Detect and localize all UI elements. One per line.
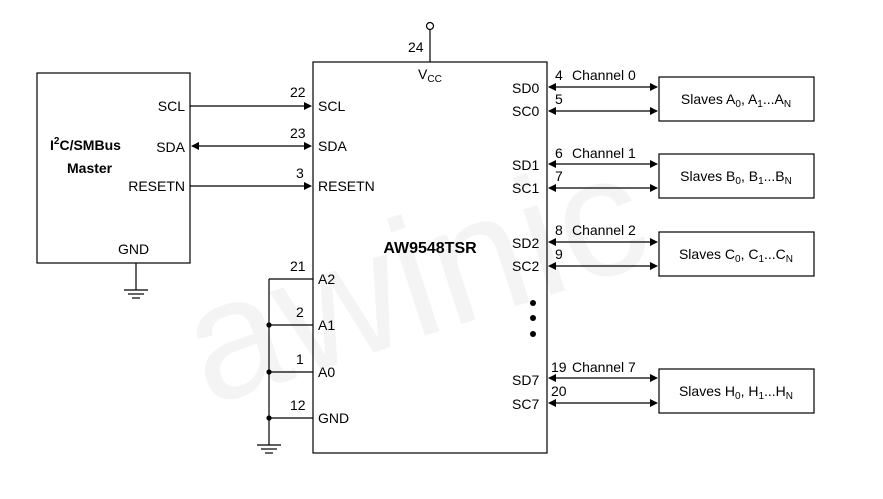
channel-name: Channel 1: [572, 145, 636, 161]
pin-label-sc2: SC2: [512, 258, 539, 274]
pin-number-scl: 22: [290, 84, 306, 100]
channel-7: SD7 SC7 19 20 Channel 7 Slaves H0, H1...…: [512, 359, 815, 414]
slave-box: [658, 231, 815, 277]
channel-2: SD2 SC2 8 9 Channel 2 Slaves C0, C1...CN: [512, 222, 815, 277]
junction-dot: [266, 415, 272, 421]
pin-number-sd0: 4: [555, 67, 563, 83]
pin-label-sd1: SD1: [512, 157, 539, 173]
master-block: I2C/SMBus Master SCL SDA RESETN GND: [36, 72, 191, 299]
master-pin-resetn: RESETN: [128, 178, 185, 194]
vcc-label: VCC: [418, 66, 442, 85]
pin-number-sc7: 20: [551, 383, 567, 399]
vcc-pin-number: 24: [408, 39, 424, 55]
ellipsis-dot: [530, 331, 536, 337]
master-pin-scl: SCL: [158, 98, 185, 114]
pin-label-sc1: SC1: [512, 180, 539, 196]
master-box: [36, 72, 191, 264]
pin-number-a1: 2: [296, 304, 304, 320]
slave-box: [658, 153, 815, 199]
chip-name: AW9548TSR: [383, 240, 477, 257]
channel-1: SD1 SC1 6 7 Channel 1 Slaves B0, B1...BN: [512, 145, 815, 199]
pin-label-a1: A1: [318, 317, 335, 333]
bus-lines: [190, 102, 312, 190]
pin-number-sd2: 8: [555, 222, 563, 238]
pin-number-a2: 21: [290, 258, 306, 274]
slave-label: Slaves C0, C1...CN: [679, 246, 793, 265]
vcc-terminal-icon: [425, 21, 435, 31]
pin-label-resetn: RESETN: [318, 178, 375, 194]
pin-label-sc0: SC0: [512, 103, 539, 119]
slave-label: Slaves A0, A1...AN: [681, 91, 791, 110]
slave-label: Slaves H0, H1...HN: [679, 383, 793, 402]
slave-box: [658, 76, 815, 122]
chip-block: AW9548TSR 24 VCC SCL SDA RESETN A2 A1 A0…: [257, 21, 548, 454]
ellipsis-dot: [530, 300, 536, 306]
master-pin-sda: SDA: [156, 139, 185, 155]
junction-dot: [266, 322, 272, 328]
pin-label-scl: SCL: [318, 98, 345, 114]
pin-label-sd0: SD0: [512, 80, 539, 96]
pin-label-a2: A2: [318, 271, 335, 287]
pin-number-sda: 23: [290, 125, 306, 141]
pin-number-a0: 1: [296, 351, 304, 367]
pin-label-sc7: SC7: [512, 396, 539, 412]
pin-number-sc0: 5: [555, 91, 563, 107]
slave-box: [658, 368, 815, 414]
master-title: I2C/SMBus: [50, 136, 121, 153]
pin-number-sc2: 9: [555, 246, 563, 262]
ground-icon: [257, 444, 281, 454]
pin-label-a0: A0: [318, 364, 335, 380]
master-pin-gnd: GND: [118, 241, 149, 257]
address-strapping: [266, 278, 313, 445]
ellipsis-dot: [530, 315, 536, 321]
master-title-line2: Master: [67, 160, 113, 176]
pin-label-gnd: GND: [318, 410, 349, 426]
pin-label-sd2: SD2: [512, 235, 539, 251]
channel-name: Channel 0: [572, 67, 636, 83]
pin-number-sd7: 19: [551, 359, 567, 375]
slave-label: Slaves B0, B1...BN: [680, 168, 792, 187]
pin-number-sc1: 7: [555, 168, 563, 184]
pin-number-gnd: 12: [290, 397, 306, 413]
pin-label-sd7: SD7: [512, 372, 539, 388]
junction-dot: [266, 369, 272, 375]
channel-0: SD0 SC0 4 5 Channel 0 Slaves A0, A1...AN: [512, 67, 815, 122]
channel-name: Channel 7: [572, 359, 636, 375]
channel-name: Channel 2: [572, 222, 636, 238]
pin-number-sd1: 6: [555, 145, 563, 161]
ground-icon: [124, 263, 148, 299]
pin-label-sda: SDA: [318, 138, 347, 154]
pin-number-resetn: 3: [296, 165, 304, 181]
